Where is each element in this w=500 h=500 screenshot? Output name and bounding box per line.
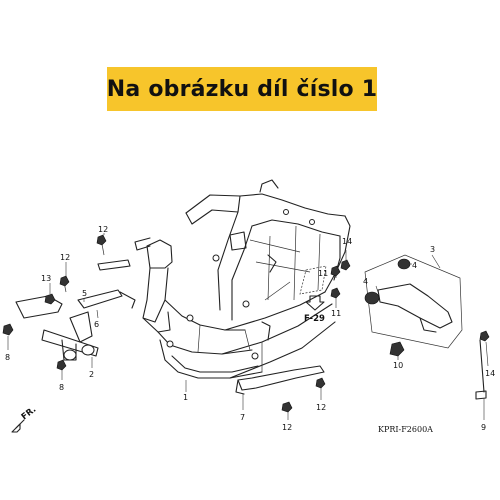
callout-8-lower: 8 [59,383,64,392]
callout-2: 2 [89,370,94,379]
leader-lines [7,233,489,420]
engine-hanger-assembly [15,259,136,361]
diagram-code: KPRI-F2600A [378,425,433,434]
frame-body [134,179,351,379]
callout-14-top: 14 [342,237,352,246]
callout-9: 9 [481,423,486,432]
reference-label: F-29 [304,314,325,324]
part-number-banner: Na obrázku díl číslo 1 [107,67,377,111]
callout-7: 7 [240,413,245,422]
callout-12-left: 12 [60,253,70,262]
callout-1: 1 [183,393,188,402]
bolts-left [2,234,107,371]
reference-marker: F-29 [299,265,327,324]
callout-3: 3 [430,245,435,254]
callout-11-lower: 11 [331,309,341,318]
direction-label: FR. [20,405,39,423]
callout-4-upper: 4 [412,261,417,270]
callout-10: 10 [393,361,403,370]
callout-14-right: 14 [485,369,495,378]
callout-6: 6 [94,320,99,329]
callout-12-bottom: 12 [282,423,292,432]
front-direction-indicator: FR. [11,405,39,433]
callout-13: 13 [41,274,51,283]
callout-4-lower: 4 [363,277,368,286]
callout-8-left: 8 [5,353,10,362]
callout-labels: 1 2 3 4 4 5 6 7 8 8 9 10 11 11 12 12 12 … [5,225,495,432]
callout-11-upper: 11 [318,269,328,278]
callout-5: 5 [82,289,87,298]
callout-12-top: 12 [98,225,108,234]
callout-12-right: 12 [316,403,326,412]
lower-bracket [235,365,326,413]
banner-text: Na obrázku díl číslo 1 [106,76,378,102]
stand-assembly [330,254,490,400]
